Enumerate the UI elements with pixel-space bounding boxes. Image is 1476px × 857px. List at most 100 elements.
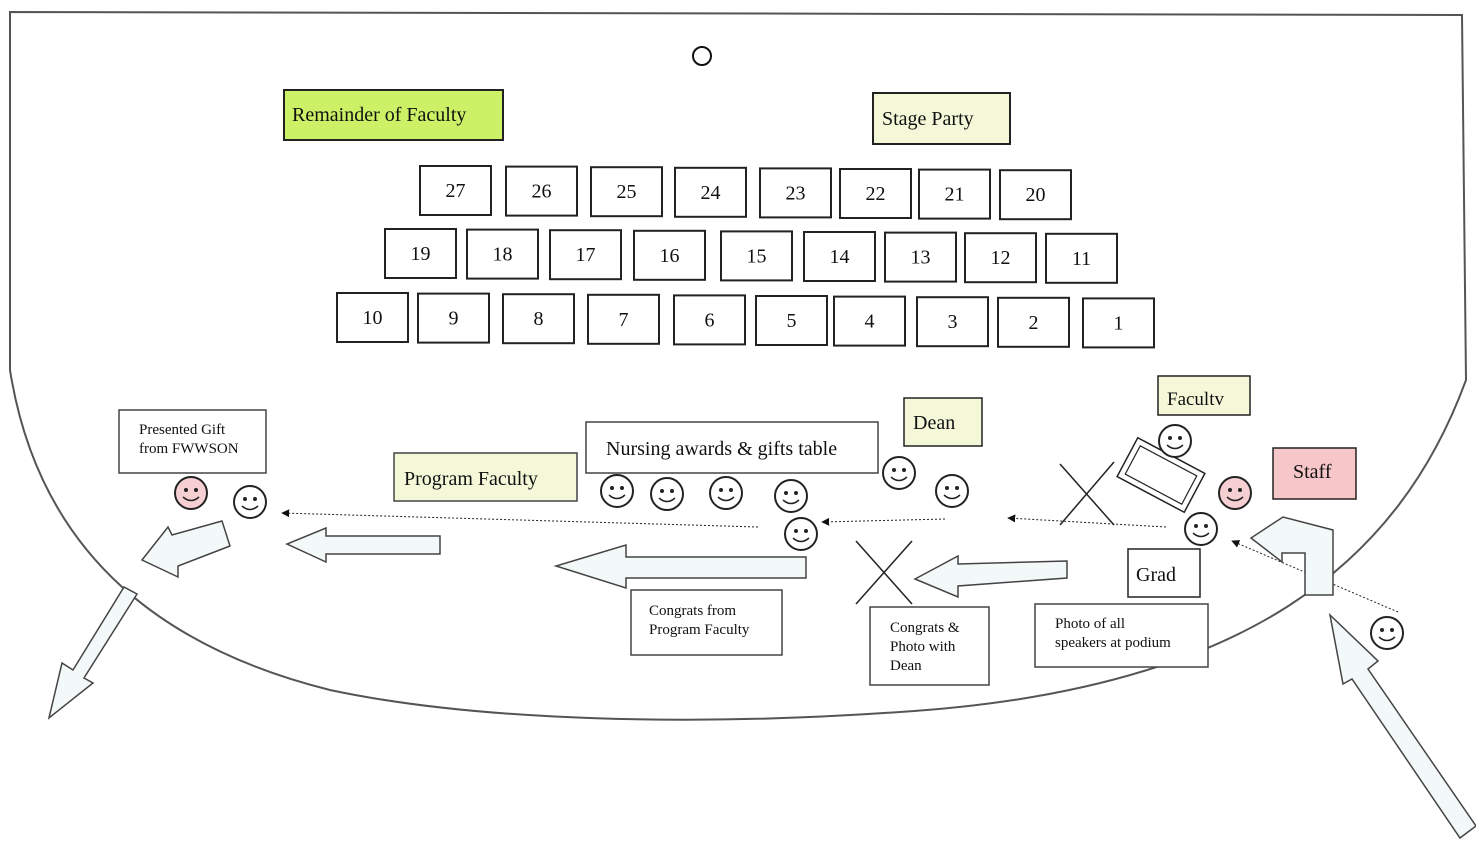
seat-18: 18	[466, 228, 539, 280]
svg-text:Grad: Grad	[1136, 564, 1176, 586]
photo-speakers-box: Photo of all speakers at podium	[1034, 603, 1209, 668]
people-markers	[174, 424, 1404, 650]
seat-number: 14	[830, 246, 850, 268]
person-smiley-icon	[882, 456, 916, 490]
seat-number: 27	[446, 180, 466, 202]
seat-number: 2	[1029, 312, 1039, 334]
person-smiley-icon	[774, 479, 808, 513]
seat-20: 20	[999, 169, 1072, 221]
seat-15: 15	[720, 230, 793, 282]
seat-number: 9	[449, 308, 459, 330]
congrats-dean-box: Congrats & Photo with Dean	[869, 606, 990, 686]
seat-1: 1	[1082, 297, 1155, 349]
nursing-awards-table: Nursing awards & gifts table	[585, 421, 879, 474]
seat-4: 4	[833, 295, 906, 347]
seat-19: 19	[384, 228, 457, 279]
seat-number: 26	[532, 181, 552, 203]
seat-number: 21	[945, 184, 965, 206]
svg-text:Presented Gift: Presented Gift	[139, 422, 226, 438]
svg-text:Program Faculty: Program Faculty	[649, 622, 750, 638]
seat-number: 13	[911, 247, 931, 269]
seat-21: 21	[918, 168, 991, 220]
exit-block-arrow	[47, 586, 139, 720]
presented-gift-box: Presented Gift from FWWSON	[118, 409, 267, 474]
seat-number: 4	[865, 311, 875, 333]
entry-block-arrow	[1328, 612, 1476, 840]
seat-number: 3	[948, 311, 958, 333]
person-smiley-icon	[784, 517, 818, 551]
seat-number: 16	[660, 245, 680, 267]
left-block-arrow	[285, 526, 441, 564]
person-smiley-icon	[1370, 616, 1404, 650]
seat-number: 12	[991, 247, 1011, 269]
svg-text:from FWWSON: from FWWSON	[139, 441, 239, 457]
svg-text:Photo with: Photo with	[890, 639, 956, 655]
seat-number: 23	[786, 182, 806, 204]
seat-number: 8	[534, 308, 544, 330]
seat-14: 14	[803, 231, 876, 282]
svg-text:Dean: Dean	[890, 658, 922, 674]
person-smiley-icon	[1184, 512, 1218, 546]
seat-number: 22	[866, 183, 886, 205]
seat-number: 11	[1072, 248, 1091, 270]
seat-9: 9	[417, 292, 490, 344]
svg-text:Congrats &: Congrats &	[890, 620, 960, 636]
svg-text:Staff: Staff	[1293, 461, 1332, 483]
return-block-arrow	[1249, 516, 1334, 596]
seat-12: 12	[964, 232, 1037, 284]
person-smiley-icon	[650, 477, 684, 511]
seat-8: 8	[502, 293, 575, 345]
seat-25: 25	[590, 166, 663, 218]
seat-number: 7	[619, 309, 629, 331]
seat-number: 20	[1026, 184, 1046, 206]
congrats-program-faculty-box: Congrats from Program Faculty	[630, 589, 783, 656]
person-smiley-icon	[1218, 476, 1252, 510]
svg-text:Photo of all: Photo of all	[1055, 616, 1125, 632]
seat-26: 26	[505, 165, 578, 217]
grad-label: Grad	[1127, 548, 1201, 598]
svg-text:Congrats from: Congrats from	[649, 603, 736, 619]
seat-16: 16	[633, 229, 706, 281]
svg-text:Facultv: Facultv	[1167, 389, 1224, 410]
seat-27: 27	[419, 165, 492, 216]
person-smiley-icon	[709, 476, 743, 510]
svg-text:Dean: Dean	[913, 412, 955, 434]
seat-number: 6	[705, 309, 715, 331]
svg-text:Nursing awards & gifts table: Nursing awards & gifts table	[606, 438, 837, 460]
svg-text:Remainder of Faculty: Remainder of Faculty	[292, 104, 466, 126]
x-mark-icon	[1059, 461, 1115, 526]
podium-icon	[692, 46, 712, 66]
person-smiley-icon	[935, 474, 969, 508]
person-smiley-icon	[174, 476, 208, 510]
seat-6: 6	[673, 294, 746, 346]
stage-party-label: Stage Party	[872, 92, 1011, 145]
seat-23: 23	[759, 167, 832, 219]
lectern-icon	[1116, 436, 1206, 514]
person-smiley-icon	[233, 485, 267, 519]
seat-number: 25	[617, 181, 637, 203]
seat-24: 24	[674, 166, 747, 218]
program-faculty-label: Program Faculty	[393, 452, 578, 502]
seat-number: 24	[701, 182, 721, 204]
seat-number: 5	[787, 310, 797, 332]
seat-7: 7	[587, 293, 660, 345]
dean-label: Dean	[903, 397, 983, 447]
seat-3: 3	[916, 296, 989, 348]
svg-text:Stage Party: Stage Party	[882, 108, 974, 130]
seat-13: 13	[884, 231, 957, 283]
left-block-arrow	[913, 554, 1068, 599]
left-block-arrow	[553, 543, 807, 590]
seat-17: 17	[549, 229, 622, 281]
seat-2: 2	[997, 296, 1070, 348]
person-smiley-icon	[600, 474, 634, 508]
x-mark-icon	[855, 540, 913, 605]
seat-10: 10	[336, 292, 409, 343]
seat-22: 22	[839, 168, 912, 219]
staff-label: Staff	[1272, 447, 1357, 500]
exit-block-arrow	[140, 520, 231, 579]
seat-number: 19	[411, 243, 431, 265]
svg-text:Program Faculty: Program Faculty	[404, 468, 538, 490]
